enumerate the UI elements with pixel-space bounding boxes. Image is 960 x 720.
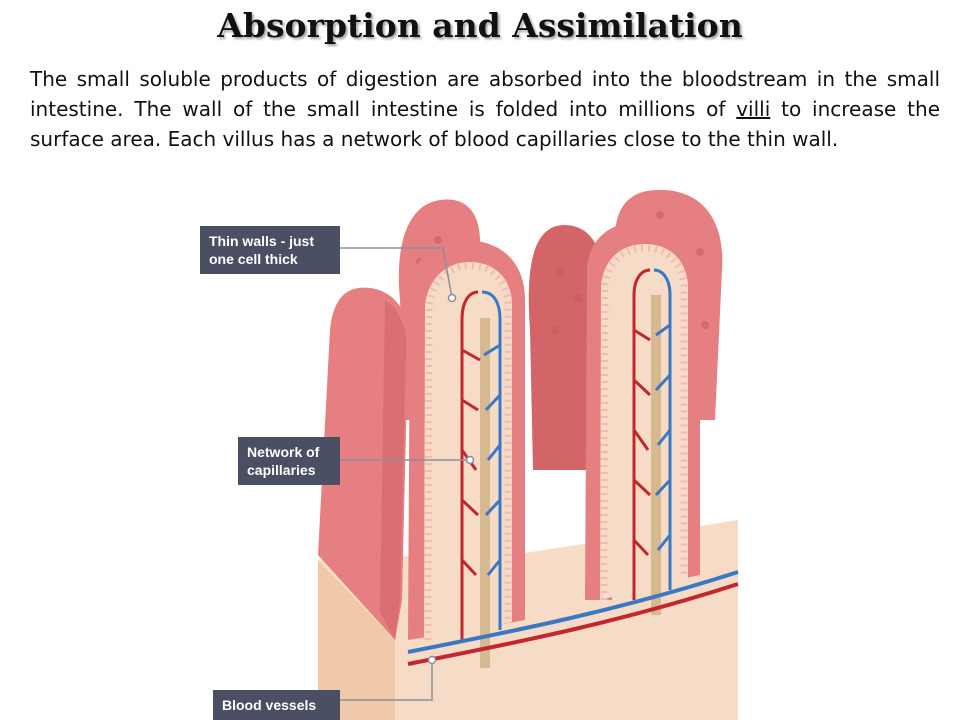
artery-red <box>407 582 739 666</box>
villi-term: villi <box>736 97 771 121</box>
callout-dots <box>427 293 475 665</box>
lacteal-left <box>480 318 490 668</box>
cut-villus-right-core <box>600 244 688 600</box>
label-thin-walls: Thin walls - just one cell thick <box>200 226 340 274</box>
intro-text-1: The small soluble products of digestion … <box>30 67 940 121</box>
label-blood-vessels: Blood vessels <box>213 690 340 720</box>
cell-border-right <box>600 244 688 601</box>
cell-border-left <box>424 262 512 641</box>
label-capillaries: Network of capillaries <box>238 437 340 485</box>
capillary-network-right <box>632 268 672 600</box>
tissue-block-side <box>318 560 395 720</box>
intro-paragraph: The small soluble products of digestion … <box>30 64 940 154</box>
vein-blue <box>407 570 739 654</box>
intro-text-2: to increase the surface area. Each villu… <box>30 97 940 151</box>
lacteal-right <box>651 295 661 615</box>
capillary-network-left <box>460 290 502 640</box>
front-villus-left-shade <box>380 300 407 640</box>
callout-lines <box>340 247 470 701</box>
page-title: Absorption and Assimilation <box>217 6 743 45</box>
back-villus-center <box>528 225 606 470</box>
